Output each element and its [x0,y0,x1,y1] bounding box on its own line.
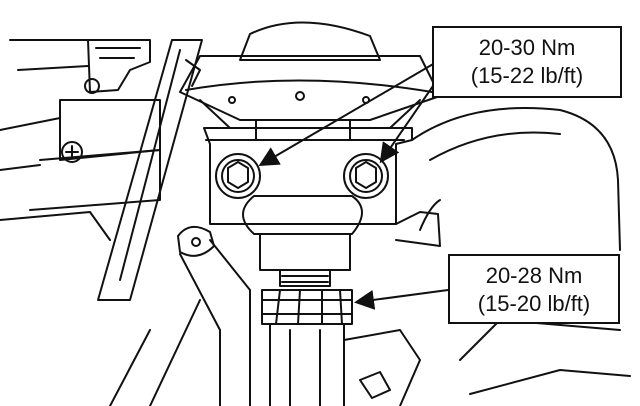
leader-arrow-nut [354,289,449,310]
right-bolt-icon [343,153,389,199]
strut-arm [97,39,203,406]
torque-metric-label: 20-30 Nm [478,35,576,60]
torque-callout-lower-nut: 20-28 Nm (15-20 lb/ft) [448,254,620,324]
torque-imperial-label: (15-20 lb/ft) [477,291,591,316]
housing-block [203,119,441,247]
left-frame-bracket [0,39,161,241]
torque-imperial-label: (15-22 lb/ft) [470,63,584,88]
left-bolt-icon [215,153,261,199]
torque-metric-label: 20-28 Nm [485,263,583,288]
leader-arrow-left-bolt [258,59,441,167]
right-side-cover [411,107,631,395]
torque-callout-upper-bolts: 20-30 Nm (15-22 lb/ft) [432,26,622,98]
collar [242,195,363,287]
hex-nut [261,289,353,325]
pivot-ear [177,225,251,406]
top-dome-cover [179,21,441,129]
lower-shaft [269,323,421,406]
